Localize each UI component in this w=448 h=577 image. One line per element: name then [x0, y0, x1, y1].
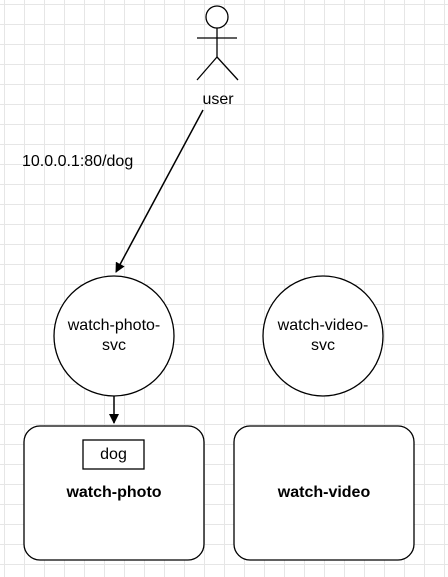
- service-label-line2: svc: [310, 337, 335, 354]
- service-label-line1: watch-photo-: [67, 317, 161, 334]
- actor-label: user: [202, 91, 234, 108]
- service-node-watch-video-svc[interactable]: [262, 275, 384, 397]
- actor-left-leg: [196, 56, 218, 81]
- actor-right-leg: [216, 56, 239, 81]
- deployment-box-watch-video[interactable]: [233, 425, 415, 561]
- tag-label-dog: dog: [100, 445, 127, 463]
- deployment-title-watch-photo: watch-photo: [66, 484, 162, 501]
- deployment-title-watch-video: watch-video: [277, 484, 371, 501]
- service-label-line2: svc: [102, 337, 126, 354]
- service-label-line1: watch-video-: [277, 317, 369, 334]
- edge-label-user-to-photo-svc: 10.0.0.1:80/dog: [22, 153, 134, 170]
- service-label-watch-video-svc: watch-video- svc: [263, 276, 383, 396]
- deployment-box-watch-photo[interactable]: [23, 425, 205, 561]
- tag-box-dog[interactable]: [82, 439, 145, 470]
- connector-user-to-photo-svc[interactable]: [115, 109, 204, 273]
- service-label-watch-photo-svc: watch-photo- svc: [54, 276, 174, 396]
- actor-head: [205, 5, 229, 29]
- user-actor-figure[interactable]: [196, 5, 239, 81]
